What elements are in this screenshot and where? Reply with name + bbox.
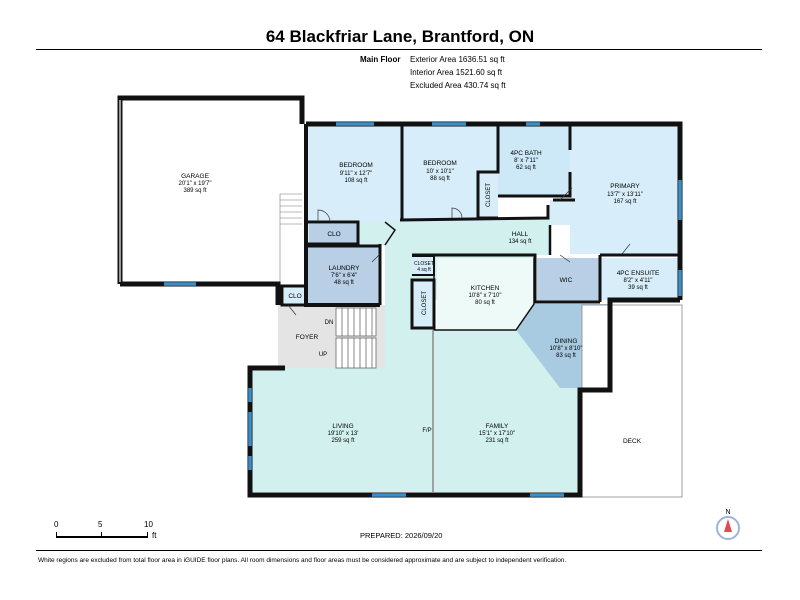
- wic-area: [537, 258, 599, 302]
- closet-kitchen-label: CLOSET: [422, 291, 428, 315]
- scale-line: [56, 536, 148, 538]
- living-area-text: 259 sq ft: [331, 438, 354, 444]
- kitchen-area: [437, 258, 534, 330]
- windows: [119, 100, 682, 497]
- laundry-name: LAUNDRY: [329, 265, 361, 272]
- deck-name: DECK: [623, 438, 642, 445]
- title-divider: [36, 49, 762, 50]
- bedroom1-area-text: 108 sq ft: [344, 178, 367, 184]
- ensuite-area-text: 39 sq ft: [628, 285, 648, 291]
- scale-tick-5: 5: [98, 520, 103, 529]
- bedroom1-dim: 9'11" x 12'7": [340, 171, 372, 177]
- floor-label: Main Floor: [360, 55, 401, 64]
- stairs-up-label: UP: [319, 352, 327, 358]
- bath-area-text: 62 sq ft: [516, 165, 536, 171]
- scale-mark: [147, 532, 148, 538]
- clo2-area: [284, 286, 306, 304]
- primary-area: [570, 124, 678, 254]
- scale-mark: [56, 532, 57, 538]
- ensuite-dim: 8'2" x 4'11": [623, 278, 652, 284]
- family-area-text: 231 sq ft: [485, 438, 508, 444]
- bath-name: 4PC BATH: [510, 150, 542, 157]
- bedroom2-area-text: 88 sq ft: [430, 176, 450, 182]
- bedroom1-area: [308, 124, 402, 222]
- closet-small-area-text: 4 sq ft: [417, 267, 431, 273]
- laundry-area-text: 48 sq ft: [334, 280, 354, 286]
- walls: [117, 95, 683, 498]
- ensuite-name: 4PC ENSUITE: [617, 270, 660, 277]
- scale-tick-0: 0: [54, 520, 59, 529]
- living-name: LIVING: [332, 423, 353, 430]
- closet-kitchen-area: [413, 280, 433, 326]
- primary-dim: 13'7" x 13'11": [607, 192, 643, 198]
- footer-divider: [36, 550, 762, 551]
- scale-tick-10: 10: [144, 520, 153, 529]
- family-name: FAMILY: [486, 423, 509, 430]
- garage-dim: 20'1" x 19'7": [179, 181, 212, 187]
- kitchen-area-text: 80 sq ft: [475, 300, 495, 306]
- room-labels: GARAGE 20'1" x 19'7" 389 sq ft BEDROOM 9…: [179, 150, 660, 445]
- scale-unit: ft: [152, 531, 157, 540]
- garage-area-text: 389 sq ft: [183, 188, 206, 194]
- deck-area: [581, 304, 683, 498]
- compass-needle-icon: [724, 519, 732, 532]
- garage-steps: [279, 193, 302, 284]
- laundry-dim: 7'6" x 6'4": [331, 273, 357, 279]
- hall-name: HALL: [512, 231, 529, 238]
- scale-mark: [101, 532, 102, 538]
- clo2-label: CLO: [288, 293, 301, 300]
- page-title: 64 Blackfriar Lane, Brantford, ON: [265, 27, 535, 46]
- disclaimer: White regions are excluded from total fl…: [38, 557, 567, 564]
- closet-bed2-area: [478, 172, 498, 218]
- door-swings: [287, 187, 631, 316]
- laundry-area: [308, 246, 380, 304]
- bath-area: [498, 124, 570, 196]
- compass: N: [716, 509, 740, 540]
- interior-area: Interior Area 1521.60 sq ft: [410, 68, 503, 77]
- bedroom2-name: BEDROOM: [423, 160, 457, 167]
- living-dim: 19'10" x 13': [328, 431, 359, 437]
- stairs: [335, 307, 377, 369]
- garage-area: [120, 98, 302, 284]
- dining-name: DINING: [555, 338, 578, 345]
- primary-entry-area: [550, 200, 575, 225]
- primary-area-text: 167 sq ft: [613, 199, 636, 205]
- foyer-name: FOYER: [296, 334, 319, 341]
- living-family-area: [250, 300, 580, 492]
- scale-bar: 0 5 10 ft: [40, 520, 180, 544]
- stairs-down-label: DN: [325, 320, 334, 326]
- closet-small-area: [413, 256, 433, 274]
- dining-area-text: 83 sq ft: [556, 353, 576, 359]
- garage-name: GARAGE: [181, 173, 209, 180]
- hall-area-text: 134 sq ft: [508, 239, 531, 245]
- dining-dim: 10'8" x 8'10": [550, 346, 583, 352]
- excluded-area: Excluded Area 430.74 sq ft: [410, 81, 506, 90]
- clo1-area: [309, 224, 357, 243]
- prepared-date: PREPARED: 2026/09/20: [360, 531, 443, 540]
- family-dim: 15'1" x 17'10": [479, 431, 515, 437]
- ensuite-area: [600, 258, 678, 300]
- bath-dim: 8' x 7'11": [514, 158, 538, 164]
- closet-bed2-label: CLOSET: [486, 183, 492, 207]
- primary-name: PRIMARY: [610, 183, 640, 190]
- kitchen-name: KITCHEN: [471, 285, 500, 292]
- closet-small-label: CLOSET: [414, 261, 434, 267]
- exterior-area: Exterior Area 1636.51 sq ft: [410, 55, 505, 64]
- bedroom1-name: BEDROOM: [339, 162, 373, 169]
- clo1-label: CLO: [327, 231, 340, 238]
- kitchen-dim: 10'8" x 7'10": [469, 293, 502, 299]
- compass-label: N: [725, 509, 730, 516]
- fireplace-label: F/P: [422, 428, 431, 434]
- wic-name: WIC: [560, 277, 573, 284]
- bedroom2-dim: 10' x 10'1": [426, 169, 453, 175]
